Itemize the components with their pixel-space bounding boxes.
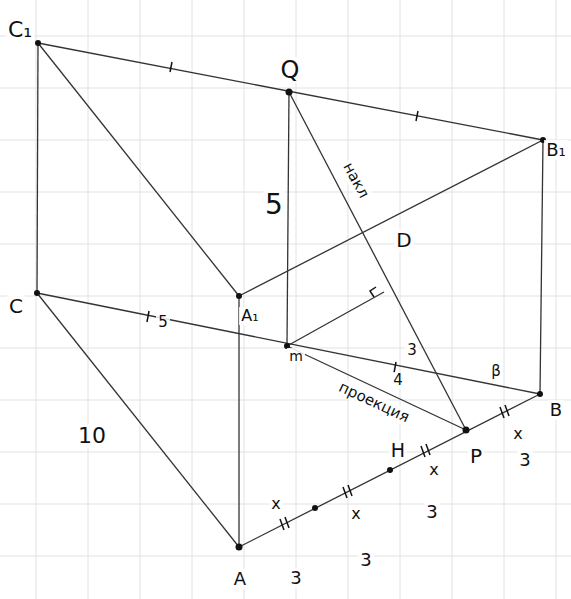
length-label: 3 <box>405 342 419 359</box>
segment-label: x <box>511 425 524 443</box>
length-label: 10 <box>76 424 108 448</box>
point-name: m <box>287 348 305 364</box>
point-name: H <box>389 440 407 461</box>
length-label: 3 <box>424 502 439 522</box>
angle-label: β <box>489 363 503 380</box>
tick-marks <box>147 62 509 530</box>
point-name: B₁ <box>544 140 568 160</box>
point-name: P <box>468 445 484 467</box>
length-label: 3 <box>358 550 373 570</box>
prism-edges <box>37 43 543 547</box>
point-name: Q <box>279 57 302 83</box>
segment-label: x <box>427 461 440 479</box>
point-name: D <box>394 229 413 251</box>
points <box>34 40 546 551</box>
point-name: C₁ <box>6 18 34 42</box>
point-name: B <box>548 400 564 420</box>
length-label: 3 <box>517 450 532 470</box>
segment-label: x <box>349 505 362 523</box>
length-label: 3 <box>288 568 303 588</box>
length-label: 4 <box>391 372 405 389</box>
point-name: C <box>7 295 25 317</box>
length-label: 5 <box>263 190 285 220</box>
length-label: 5 <box>156 314 170 331</box>
point-name: A <box>232 569 248 589</box>
point-name: A₁ <box>239 307 260 325</box>
segment-label: x <box>269 495 282 513</box>
